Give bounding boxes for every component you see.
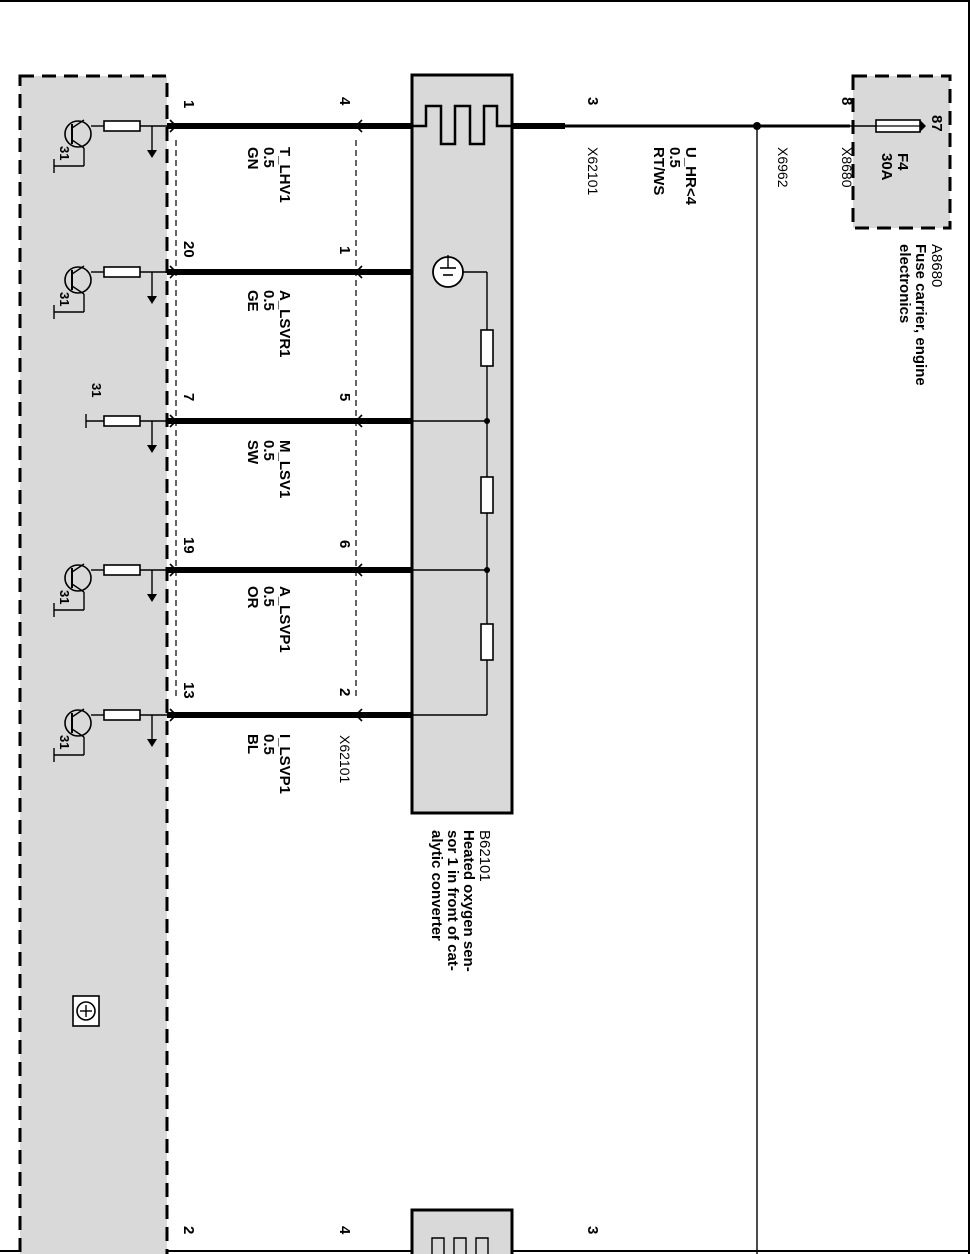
splice-label: X6962: [775, 147, 791, 188]
ecu-arrow-icon-3: [147, 445, 157, 453]
signal-label-1: T_LHV1 0.5 GN: [244, 147, 293, 203]
fuse-carrier-id: A8680: [928, 244, 945, 287]
sensor-pin-marker-2: [354, 265, 363, 279]
ecu-arrow-icon-2: [147, 296, 157, 304]
ecu-pin-19: 19: [180, 537, 197, 554]
lower-sensor-icon: [431, 1237, 489, 1254]
sensor-pin-marker-3: [354, 414, 363, 428]
svg-text:I_LSVP1: I_LSVP1: [276, 734, 293, 794]
ecu-resistor-1: [103, 120, 141, 132]
ecu-arrow-icon-4: [147, 594, 157, 602]
ecu-resistor-5: [103, 709, 141, 721]
fuse-carrier-box: [851, 74, 952, 230]
fuse-carrier-name: Fuse carrier, engineelectronics: [896, 244, 929, 386]
ecu-resistor-3: [103, 415, 141, 427]
ground-label-31: 31: [89, 383, 104, 397]
fuse-rating: 30A: [878, 153, 895, 181]
svg-text:M_LSV1: M_LSV1: [276, 440, 293, 498]
engine-control-module: [18, 74, 169, 1254]
ground-label-5: 31: [57, 735, 72, 749]
svg-text:0.5: 0.5: [260, 734, 277, 755]
transistor-icon-4: [64, 564, 92, 592]
fuse-terminal: 87: [928, 115, 945, 132]
sensor-pin-marker-4: [354, 563, 363, 577]
signal-wires: [167, 119, 412, 722]
heater-wire-gauge: 0.5: [666, 147, 683, 168]
fuse-id: F4: [894, 153, 911, 171]
ecu-pin-marker-3: [169, 414, 178, 428]
svg-text:GN: GN: [244, 147, 261, 170]
sensor-pin-marker-5: [354, 708, 363, 722]
sensor-name: Heated oxygen sen-sor 1 in front of cat-…: [428, 830, 477, 972]
sensor-pin-2: 2: [336, 688, 353, 696]
sensor-pin-labels: 4 1 5 6 2 4 X62101: [336, 97, 353, 1235]
ecu-pin-2-bottom: 2: [180, 1226, 197, 1234]
ground-label-2: 31: [57, 292, 72, 306]
svg-text:BL: BL: [244, 734, 261, 754]
oxygen-sensor-box: [410, 73, 514, 815]
ecu-pin-labels: 1 20 7 19 13 2: [180, 100, 197, 1234]
signal-label-4: A_LSVP1 0.5 OR: [244, 586, 293, 653]
heater-sensor-pin: 3: [584, 97, 601, 105]
sensor-pin-6: 6: [336, 540, 353, 548]
svg-text:0.5: 0.5: [260, 586, 277, 607]
fuse-icon: [875, 119, 926, 133]
sensor-id: B62101: [476, 830, 493, 882]
sensor-pin-4: 4: [336, 97, 353, 106]
signal-label-5: I_LSVP1 0.5 BL: [244, 734, 293, 794]
ecu-pin-marker-5: [169, 708, 178, 722]
svg-text:SW: SW: [244, 440, 261, 465]
signal-label-3: M_LSV1 0.5 SW: [244, 440, 293, 498]
ground-label-1: 31: [57, 146, 72, 160]
fuse-connector: X8680: [839, 147, 855, 188]
svg-text:T_LHV1: T_LHV1: [276, 147, 293, 203]
ecu-symbol-icon: [72, 995, 100, 1027]
sensor-description: B62101 Heated oxygen sen-sor 1 in front …: [428, 830, 493, 972]
ecu-resistor-4: [103, 564, 141, 576]
svg-text:0.5: 0.5: [260, 147, 277, 168]
svg-text:0.5: 0.5: [260, 440, 277, 461]
ecu-resistor-2: [103, 266, 141, 278]
ecu-pin-20: 20: [180, 241, 197, 258]
ecu-pin-13: 13: [180, 682, 197, 699]
ecu-pin-marker-2: [169, 265, 178, 279]
ecu-pin-marker-1: [169, 119, 178, 133]
fuse-pin: 8: [838, 97, 855, 105]
ecu-drivers: 31 31 31 31 31: [53, 119, 167, 762]
sensor-internal-resistors: [412, 271, 494, 716]
ecu-pin-1: 1: [180, 100, 197, 108]
heater-wire-name: U_HR<4: [682, 147, 699, 206]
svg-text:OR: OR: [244, 586, 261, 609]
heater-wire-color: RT/WS: [650, 147, 667, 195]
transistor-icon-2: [64, 266, 92, 294]
svg-text:A_LSVP1: A_LSVP1: [276, 586, 293, 653]
signal-labels: T_LHV1 0.5 GN A_LSVR1 0.5 GE M_LSV1 0.5 …: [244, 147, 293, 794]
svg-text:A_LSVR1: A_LSVR1: [276, 290, 293, 358]
lower-sensor-box: [410, 1208, 514, 1254]
heater-element-icon: [412, 104, 512, 146]
ground-label-4: 31: [57, 590, 72, 604]
sensor-pin-5: 5: [336, 393, 353, 401]
ecu-pin-marker-4: [169, 563, 178, 577]
sensor-pin-marker-1: [354, 119, 363, 133]
ecu-arrow-icon-1: [147, 150, 157, 158]
sensor-pin-4-bottom: 4: [336, 1226, 353, 1235]
heater-feed-labels: 3 X62101 U_HR<4 0.5 RT/WS X6962 8 X8680 …: [584, 97, 855, 1234]
ecu-pin-7: 7: [180, 393, 197, 401]
sensor-pin-1: 1: [336, 246, 353, 254]
svg-text:0.5: 0.5: [260, 290, 277, 311]
ecu-arrow-icon-5: [147, 739, 157, 747]
heater-sensor-connector: X62101: [585, 147, 601, 195]
sensor-connector-label: X62101: [337, 735, 353, 783]
transistor-icon-5: [64, 709, 92, 737]
signal-label-2: A_LSVR1 0.5 GE: [244, 290, 293, 358]
transistor-icon-1: [64, 120, 92, 148]
svg-text:GE: GE: [244, 290, 261, 312]
heater-pin-3-bottom: 3: [584, 1226, 601, 1234]
fuse-carrier-labels: 87 F4 30A A8680 Fuse carrier, engineelec…: [878, 115, 945, 386]
